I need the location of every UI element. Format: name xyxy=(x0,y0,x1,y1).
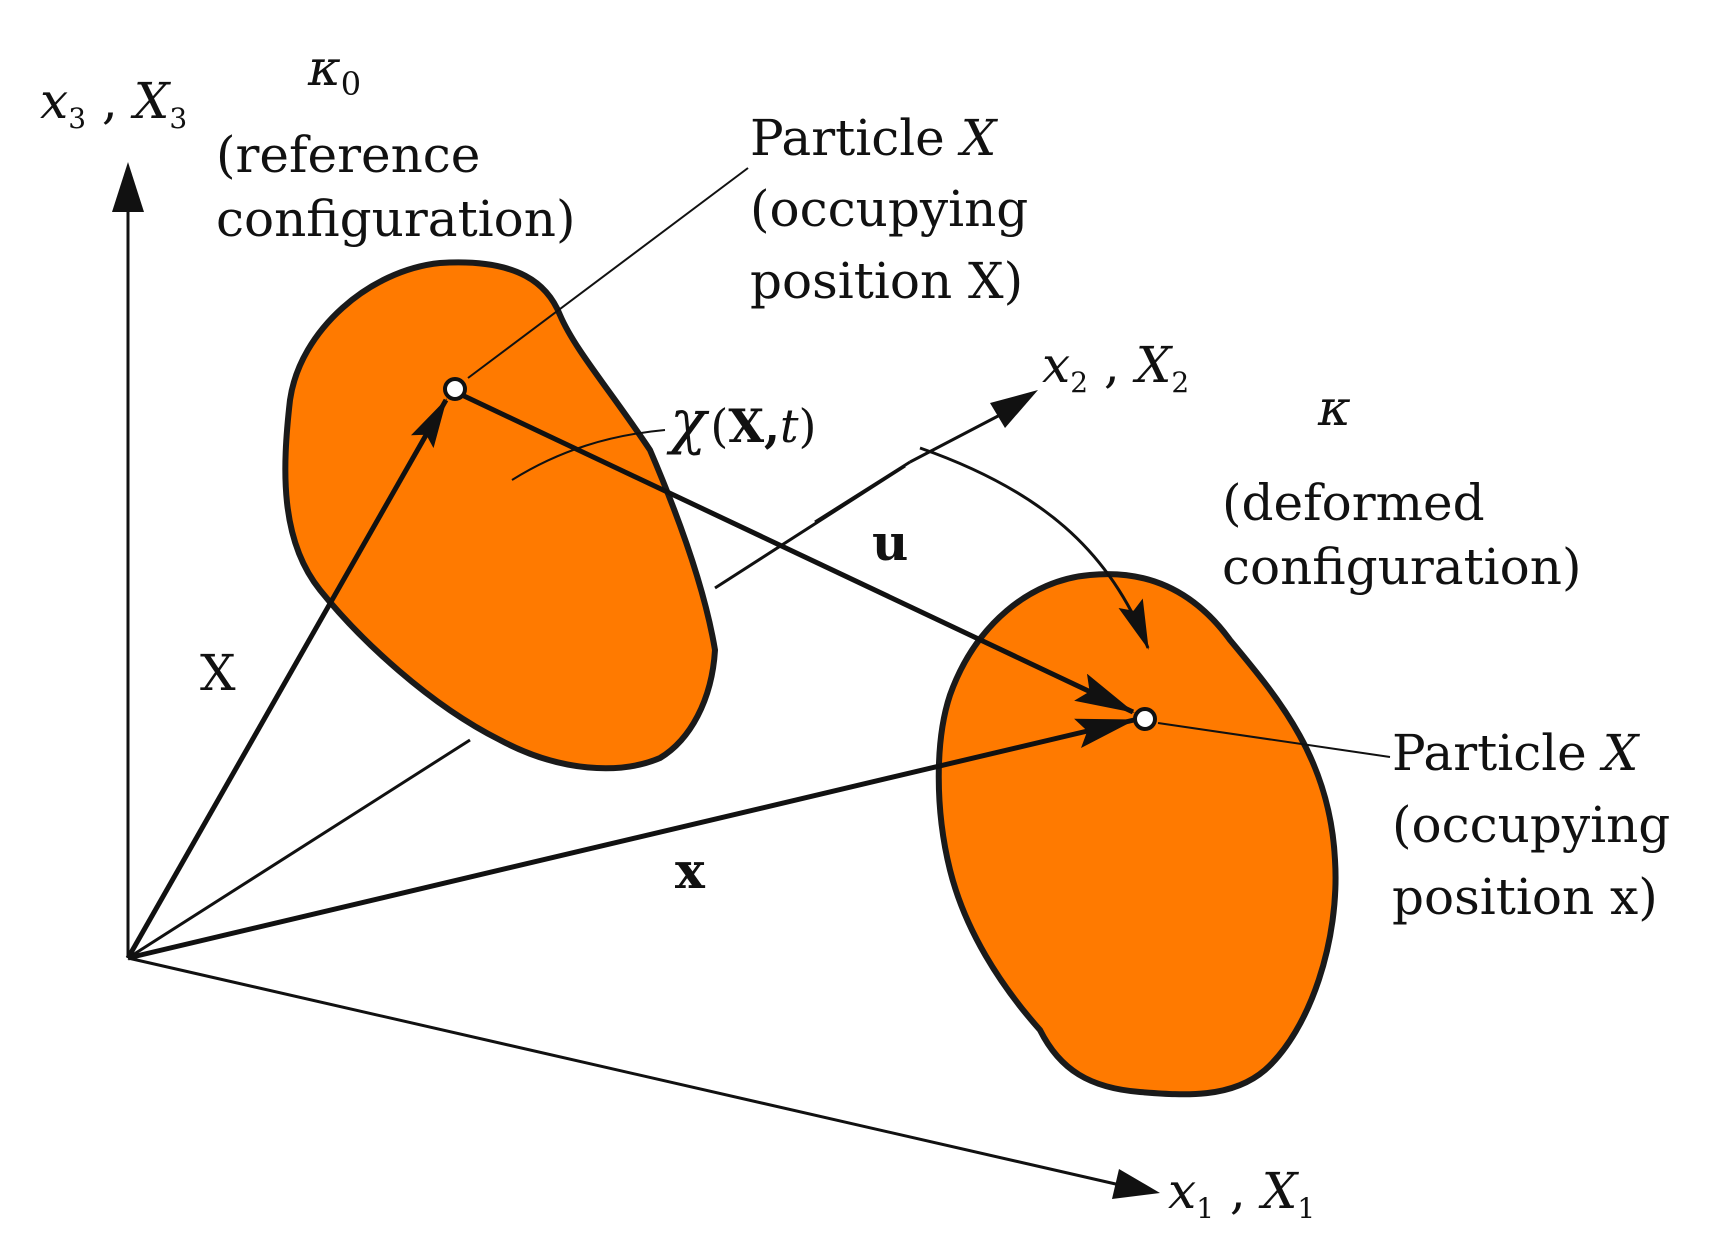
vector-u-label: u xyxy=(872,513,908,572)
deformed-config-line2: configuration) xyxy=(1222,538,1581,596)
reference-config-line2: configuration) xyxy=(216,190,575,248)
x2-axis-label: x2 , X2 xyxy=(1042,336,1189,399)
deformed-config-line1: (deformed xyxy=(1222,474,1485,532)
particle-ref-leader xyxy=(467,167,749,379)
chi-mapping-label: χ(X,t) xyxy=(666,387,816,457)
x3-axis-arrowhead xyxy=(112,162,144,212)
vector-X-label: X xyxy=(200,644,236,702)
reference-body xyxy=(282,259,718,772)
vector-X xyxy=(125,398,449,960)
chi-mapping-curve-start xyxy=(511,429,666,481)
x3-axis-label: x3 , X3 xyxy=(40,72,187,135)
vector-u xyxy=(460,392,1135,715)
particle-def-line2: (occupying xyxy=(1392,796,1670,854)
x2-axis-segment-c xyxy=(814,460,911,524)
particle-def-leader xyxy=(1157,722,1391,758)
reference-config-line1: (reference xyxy=(216,126,480,184)
particle-def-point xyxy=(1133,707,1157,731)
deformed-body xyxy=(935,571,1339,1098)
particle-ref-line1: Particle X xyxy=(750,109,999,167)
x2-axis-segment-a xyxy=(127,738,471,960)
particle-ref-point xyxy=(443,377,467,401)
chi-mapping-curve xyxy=(919,446,1150,650)
particle-def-line3: position x) xyxy=(1392,868,1658,926)
particle-ref-line2: (occupying xyxy=(750,180,1028,238)
kappa0-symbol: κ0 xyxy=(307,39,361,103)
x2-axis-arrowhead xyxy=(990,390,1038,428)
x1-axis xyxy=(127,956,1121,1187)
kappa-symbol: κ xyxy=(1317,379,1351,437)
x1-axis-label: x1 , X1 xyxy=(1168,1162,1315,1225)
particle-def-line1: Particle X xyxy=(1392,724,1641,782)
vector-x xyxy=(127,717,1136,961)
x1-axis-arrowhead xyxy=(1112,1169,1160,1199)
vector-x-label: x xyxy=(675,841,706,900)
particle-ref-line3: position X) xyxy=(750,252,1023,310)
